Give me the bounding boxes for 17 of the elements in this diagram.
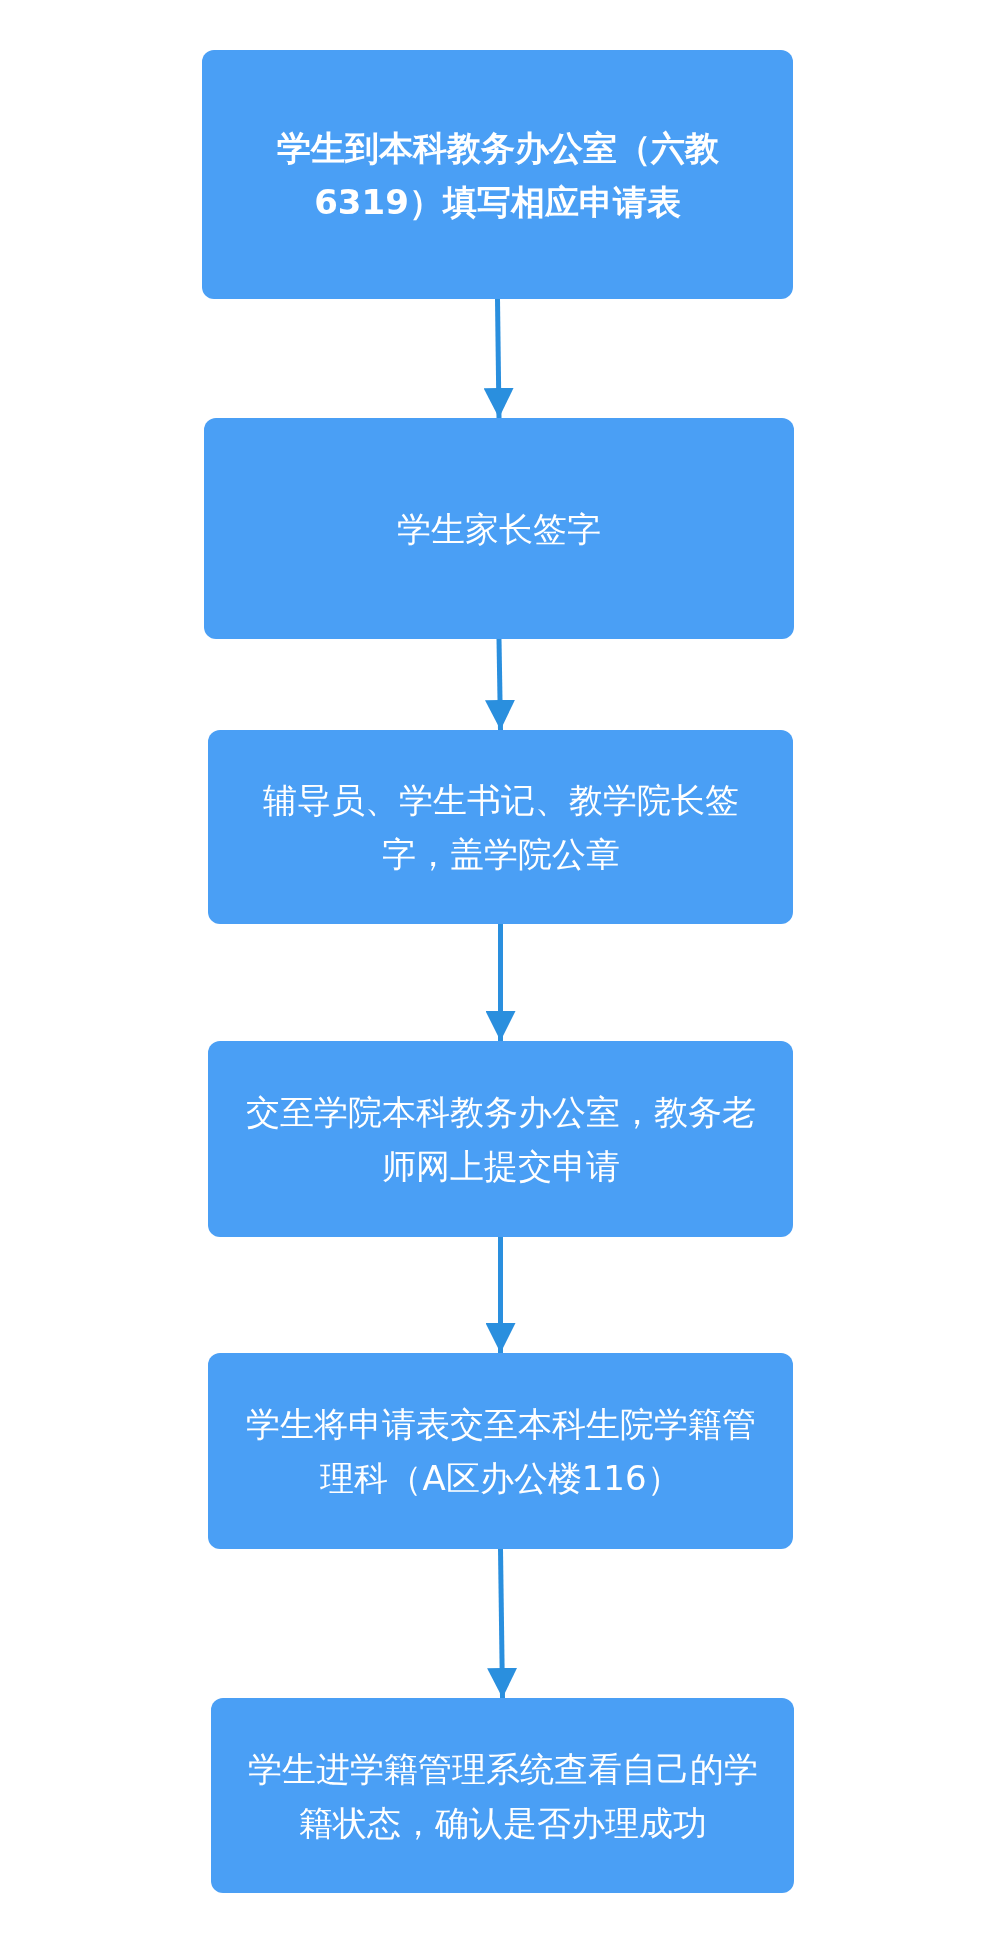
arrow: [485, 924, 516, 1041]
step-text: 学生到本科教务办公室（六教6319）填写相应申请表: [275, 126, 720, 224]
process-box: [208, 1041, 793, 1237]
process-box: [204, 418, 794, 639]
step-text: 辅导员、学生书记、教学院长签字，盖学院公章: [261, 779, 740, 876]
arrow: [483, 298, 514, 419]
step-text: 交至学院本科教务办公室，教务老师网上提交申请: [244, 1091, 757, 1188]
process-box: [202, 50, 793, 299]
process-box: [208, 730, 793, 924]
process-box: [208, 1353, 793, 1549]
arrow: [487, 1548, 518, 1699]
step-text: 学生家长签字: [397, 507, 601, 551]
arrow: [485, 638, 515, 731]
step-text: 学生将申请表交至本科生院学籍管理科（A区办公楼116）: [244, 1403, 757, 1500]
arrow: [485, 1237, 516, 1353]
process-box: [211, 1698, 794, 1893]
step-text: 学生进学籍管理系统查看自己的学籍状态，确认是否办理成功: [246, 1747, 759, 1845]
